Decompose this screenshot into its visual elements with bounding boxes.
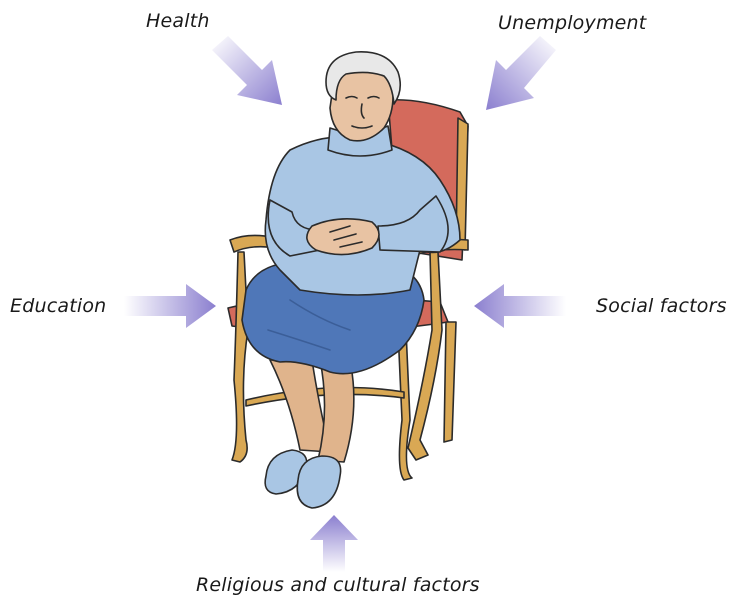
arrow-left-icon <box>474 284 566 328</box>
arrow-right-icon <box>124 284 216 328</box>
arrow-down-right-icon <box>212 36 282 105</box>
arrow-down-left-icon <box>486 36 556 110</box>
elderly-woman-illustration <box>228 52 468 508</box>
arrow-up-icon <box>310 515 358 572</box>
